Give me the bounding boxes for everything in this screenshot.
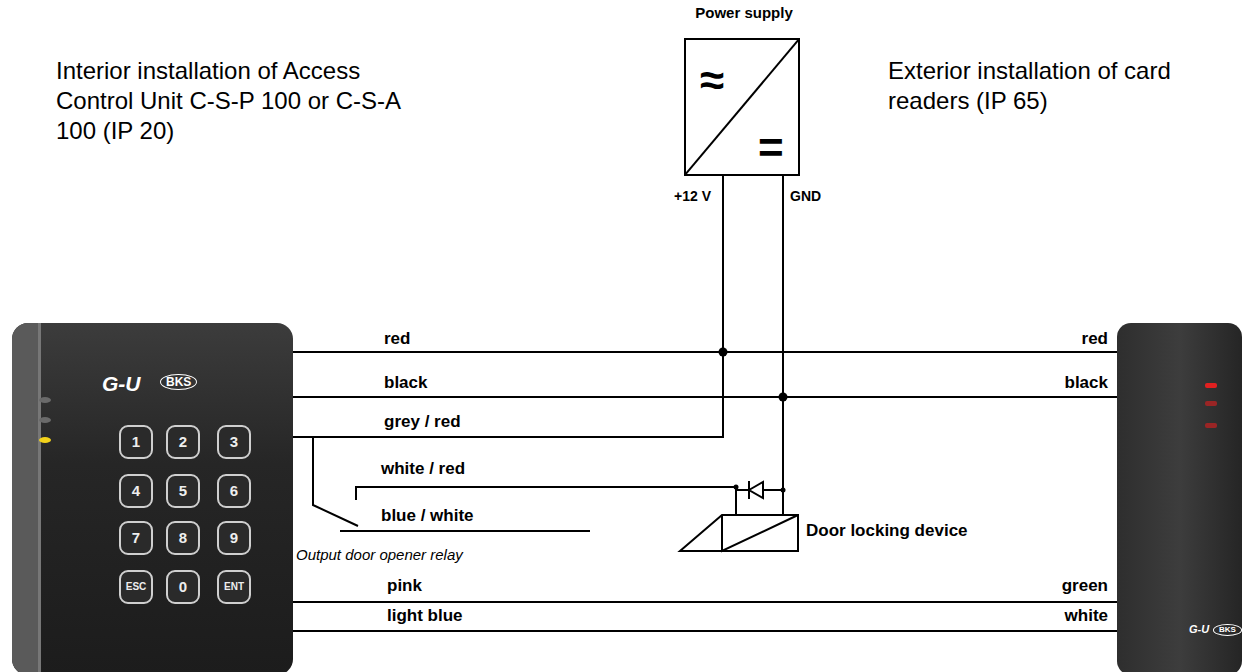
key-label: 7 bbox=[119, 521, 153, 555]
key-label: 1 bbox=[119, 425, 153, 459]
wire bbox=[293, 630, 1117, 632]
wire-color-label: light blue bbox=[387, 606, 463, 626]
wire bbox=[293, 176, 723, 437]
wire bbox=[783, 176, 1117, 397]
junction-dot bbox=[734, 485, 739, 490]
status-led bbox=[39, 437, 51, 443]
status-led bbox=[1205, 423, 1217, 428]
dc-symbol: = bbox=[758, 122, 784, 175]
key-label: 6 bbox=[217, 474, 251, 508]
wire-color-label: blue / white bbox=[381, 506, 474, 526]
wire-color-label: grey / red bbox=[384, 412, 461, 432]
installation-heading: Interior installation of Access Control … bbox=[56, 56, 441, 146]
key-label: 3 bbox=[217, 425, 251, 459]
terminal-label: GND bbox=[790, 188, 821, 205]
status-led bbox=[39, 417, 51, 423]
door-lock-outline bbox=[679, 514, 799, 552]
wire bbox=[293, 601, 1117, 603]
wire-color-label: black bbox=[384, 373, 427, 393]
diode-lead bbox=[736, 489, 783, 491]
node-title: Power supply bbox=[646, 4, 842, 22]
diode-bar bbox=[748, 481, 750, 499]
junction-dot bbox=[779, 393, 788, 402]
brand-logo: G-U bbox=[102, 371, 141, 396]
reader-housing bbox=[1117, 323, 1242, 672]
relay-output-wire bbox=[340, 530, 590, 532]
installation-heading: Exterior installation of card readers (I… bbox=[888, 56, 1178, 116]
keypad-bezel-edge bbox=[38, 323, 41, 672]
wire bbox=[782, 176, 784, 515]
relay-contact bbox=[313, 437, 358, 526]
key-label: 9 bbox=[217, 521, 251, 555]
door-lock-symbol: Door locking device bbox=[680, 515, 798, 551]
wire bbox=[293, 176, 783, 397]
wire-color-label: red bbox=[384, 329, 410, 349]
access-control-keypad: G-U BKS 123 456 789ESC 0 ENT bbox=[12, 323, 293, 672]
status-led bbox=[39, 397, 51, 403]
key-label: 0 bbox=[166, 570, 200, 604]
terminal-label: +12 V bbox=[674, 188, 711, 205]
diode-symbol bbox=[749, 482, 763, 498]
psu-diagonal bbox=[684, 38, 800, 176]
door-lock-outline bbox=[680, 515, 798, 551]
wire-color-label: black bbox=[1065, 373, 1108, 393]
key-label: ESC bbox=[119, 570, 153, 604]
status-led bbox=[1205, 401, 1217, 406]
node-title: Door locking device bbox=[806, 521, 968, 541]
ac-symbol: ≈ bbox=[700, 54, 724, 107]
wire-color-label: white bbox=[1065, 606, 1108, 626]
brand-logo: BKS bbox=[160, 374, 197, 390]
keypad-bezel bbox=[12, 323, 38, 672]
status-led bbox=[1205, 383, 1217, 388]
wire bbox=[293, 176, 723, 352]
brand-logo: BKS bbox=[1213, 624, 1242, 636]
key-label: 8 bbox=[166, 521, 200, 555]
wire-color-label: pink bbox=[387, 576, 422, 596]
relay-note: Output door opener relay bbox=[296, 546, 463, 564]
wire-color-label: green bbox=[1062, 576, 1108, 596]
brand-logo: G-U bbox=[1189, 623, 1209, 636]
key-label: ENT bbox=[217, 570, 251, 604]
junction-dot bbox=[719, 348, 728, 357]
key-label: 2 bbox=[166, 425, 200, 459]
key-label: 4 bbox=[119, 474, 153, 508]
wire-color-label: red bbox=[1082, 329, 1108, 349]
key-label: 5 bbox=[166, 474, 200, 508]
door-lock-coil bbox=[722, 515, 798, 551]
card-reader: G-U BKS bbox=[1117, 323, 1242, 672]
power-supply-box: Power supply≈= bbox=[684, 38, 800, 176]
wire-color-label: white / red bbox=[381, 459, 465, 479]
junction-dot bbox=[781, 488, 786, 493]
